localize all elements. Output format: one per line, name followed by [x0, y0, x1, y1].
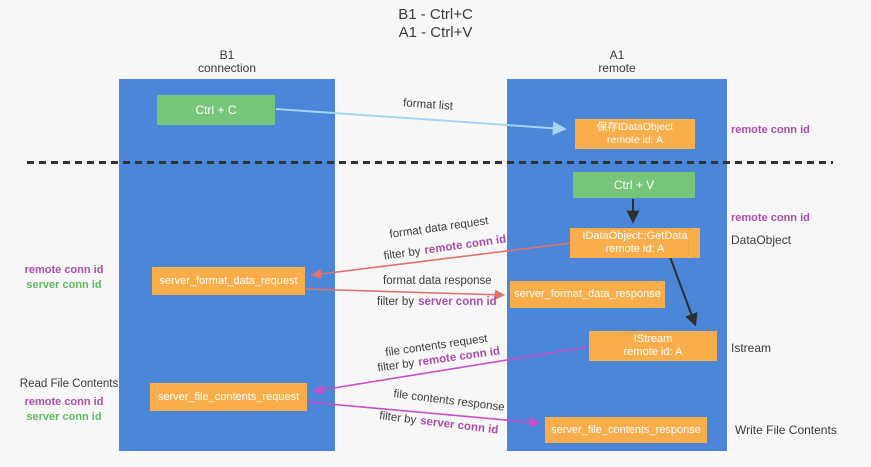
edge-label-format-data-response: format data response	[383, 275, 492, 287]
right-remote-conn-id-top: remote conn id	[731, 124, 810, 136]
node-format-response-label: server_format_data_response	[514, 288, 661, 300]
right-remote-conn-id-mid: remote conn id	[731, 212, 810, 224]
edge-label-format-list: format list	[402, 97, 454, 113]
node-ctrl-c: Ctrl + C	[157, 95, 275, 125]
lifeline-a1-role: remote	[598, 61, 636, 75]
read-file-contents-label: Read File Contents	[19, 378, 119, 390]
left-server-conn-id: server conn id	[26, 411, 102, 423]
write-file-contents-label: Write File Contents	[735, 423, 837, 437]
left-remote-conn-id: remote conn id	[24, 396, 104, 408]
node-istream-title: IStream	[633, 333, 673, 345]
istream-label: Istream	[731, 341, 772, 355]
lifeline-header-b1: B1 connection	[119, 49, 335, 75]
server-conn-id-text: server conn id	[419, 415, 499, 437]
node-ctrl-v-label: Ctrl + V	[613, 177, 655, 192]
node-getdata-subtitle: remote id: A	[605, 243, 665, 255]
filter-by-text: filter by	[376, 357, 416, 375]
lifeline-header-a1: A1 remote	[507, 49, 727, 75]
diagram-title: B1 - Ctrl+C A1 - Ctrl+V	[300, 6, 571, 42]
lifeline-a1-name: A1	[609, 48, 625, 62]
node-server-file-contents-response: server_file_contents_response	[545, 417, 707, 443]
left-conn-ids-file: remote conn id server conn id	[18, 395, 110, 425]
phase-divider-dashed-line	[27, 161, 833, 164]
node-save-idataobject: 保存IDataObject remote id: A	[575, 119, 695, 149]
title-line-a1: A1 - Ctrl+V	[398, 24, 473, 41]
node-istream: IStream remote id: A	[589, 331, 717, 361]
node-ctrl-c-label: Ctrl + C	[195, 102, 237, 117]
left-server-conn-id: server conn id	[26, 279, 102, 291]
node-istream-subtitle: remote id: A	[623, 346, 683, 358]
node-save-idataobject-title: 保存IDataObject	[596, 121, 674, 133]
node-server-format-data-request: server_format_data_request	[152, 267, 305, 295]
edge-label-file-contents-response: file contents response	[392, 388, 506, 414]
node-file-response-label: server_file_contents_response	[551, 423, 701, 436]
lifeline-b1-name: B1	[219, 48, 235, 62]
lifeline-b1-role: connection	[197, 61, 257, 75]
node-idataobject-getdata: IDataObject::GetData remote id: A	[570, 228, 700, 258]
node-format-request-label: server_format_data_request	[159, 274, 298, 287]
node-getdata-title: IDataObject::GetData	[582, 230, 688, 242]
dataobject-label: DataObject	[731, 233, 792, 247]
node-save-idataobject-subtitle: remote id: A	[606, 134, 664, 146]
node-ctrl-v: Ctrl + V	[573, 172, 695, 198]
server-conn-id-text: server conn id	[418, 296, 497, 308]
title-line-b1: B1 - Ctrl+C	[398, 6, 473, 23]
filter-by-text: filter by	[378, 410, 417, 427]
node-server-format-data-response: server_format_data_response	[510, 281, 665, 308]
left-remote-conn-id: remote conn id	[24, 264, 104, 276]
filter-by-text: filter by	[383, 245, 422, 263]
filter-by-text: filter by	[377, 296, 415, 308]
node-server-file-contents-request: server_file_contents_request	[150, 383, 307, 411]
remote-conn-id-text: remote conn id	[423, 233, 507, 257]
left-conn-ids-format: remote conn id server conn id	[18, 263, 110, 293]
node-file-request-label: server_file_contents_request	[157, 390, 300, 403]
arrow-format-data-response	[305, 288, 506, 300]
